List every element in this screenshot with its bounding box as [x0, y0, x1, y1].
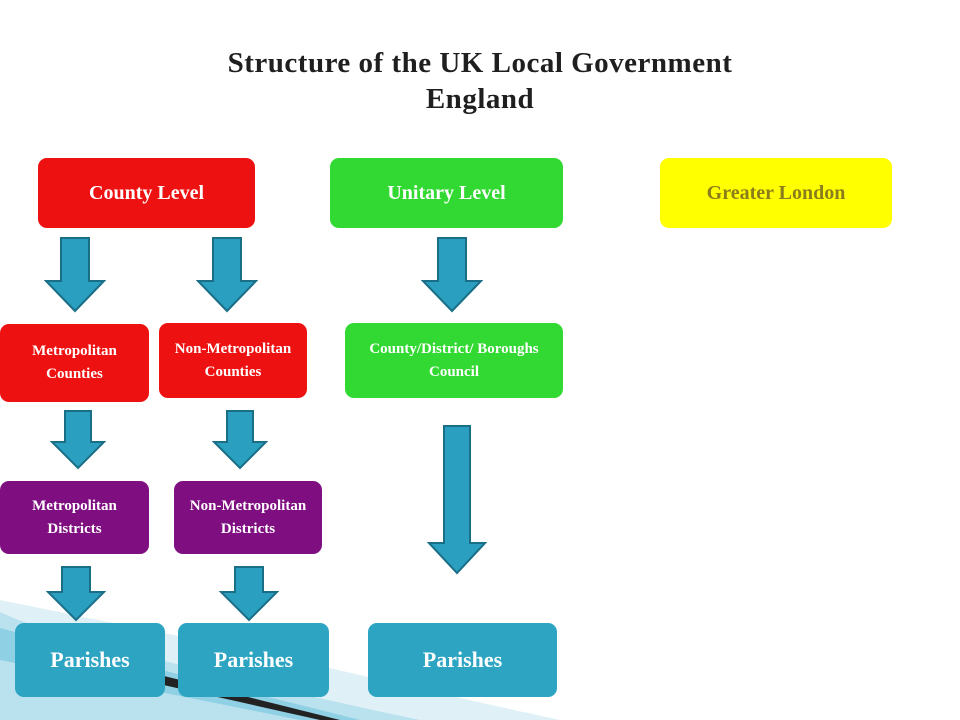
county-level-box: County Level	[38, 158, 255, 228]
arrow-down-icon	[196, 237, 258, 313]
non-metropolitan-counties-box: Non-Metropolitan Counties	[159, 323, 307, 398]
arrow-down-icon	[219, 566, 279, 622]
arrow-down-icon	[427, 425, 487, 575]
metropolitan-counties-box: Metropolitan Counties	[0, 324, 149, 402]
non-metropolitan-districts-box: Non-Metropolitan Districts	[174, 481, 322, 554]
parishes-box: Parishes	[178, 623, 329, 697]
arrow-down-icon	[212, 410, 268, 470]
title-line-1: Structure of the UK Local Government	[227, 47, 733, 79]
title-line-2: England	[425, 83, 535, 115]
unitary-level-box: Unitary Level	[330, 158, 563, 228]
unitary-council-box: County/District/ Boroughs Council	[345, 323, 563, 398]
arrow-down-icon	[50, 410, 106, 470]
arrow-down-icon	[44, 237, 106, 313]
arrow-down-icon	[46, 566, 106, 622]
arrow-down-icon	[421, 237, 483, 313]
parishes-box: Parishes	[15, 623, 165, 697]
metropolitan-districts-box: Metropolitan Districts	[0, 481, 149, 554]
parishes-box: Parishes	[368, 623, 557, 697]
page-title: Structure of the UK Local Government Eng…	[0, 45, 960, 117]
greater-london-box: Greater London	[660, 158, 892, 228]
